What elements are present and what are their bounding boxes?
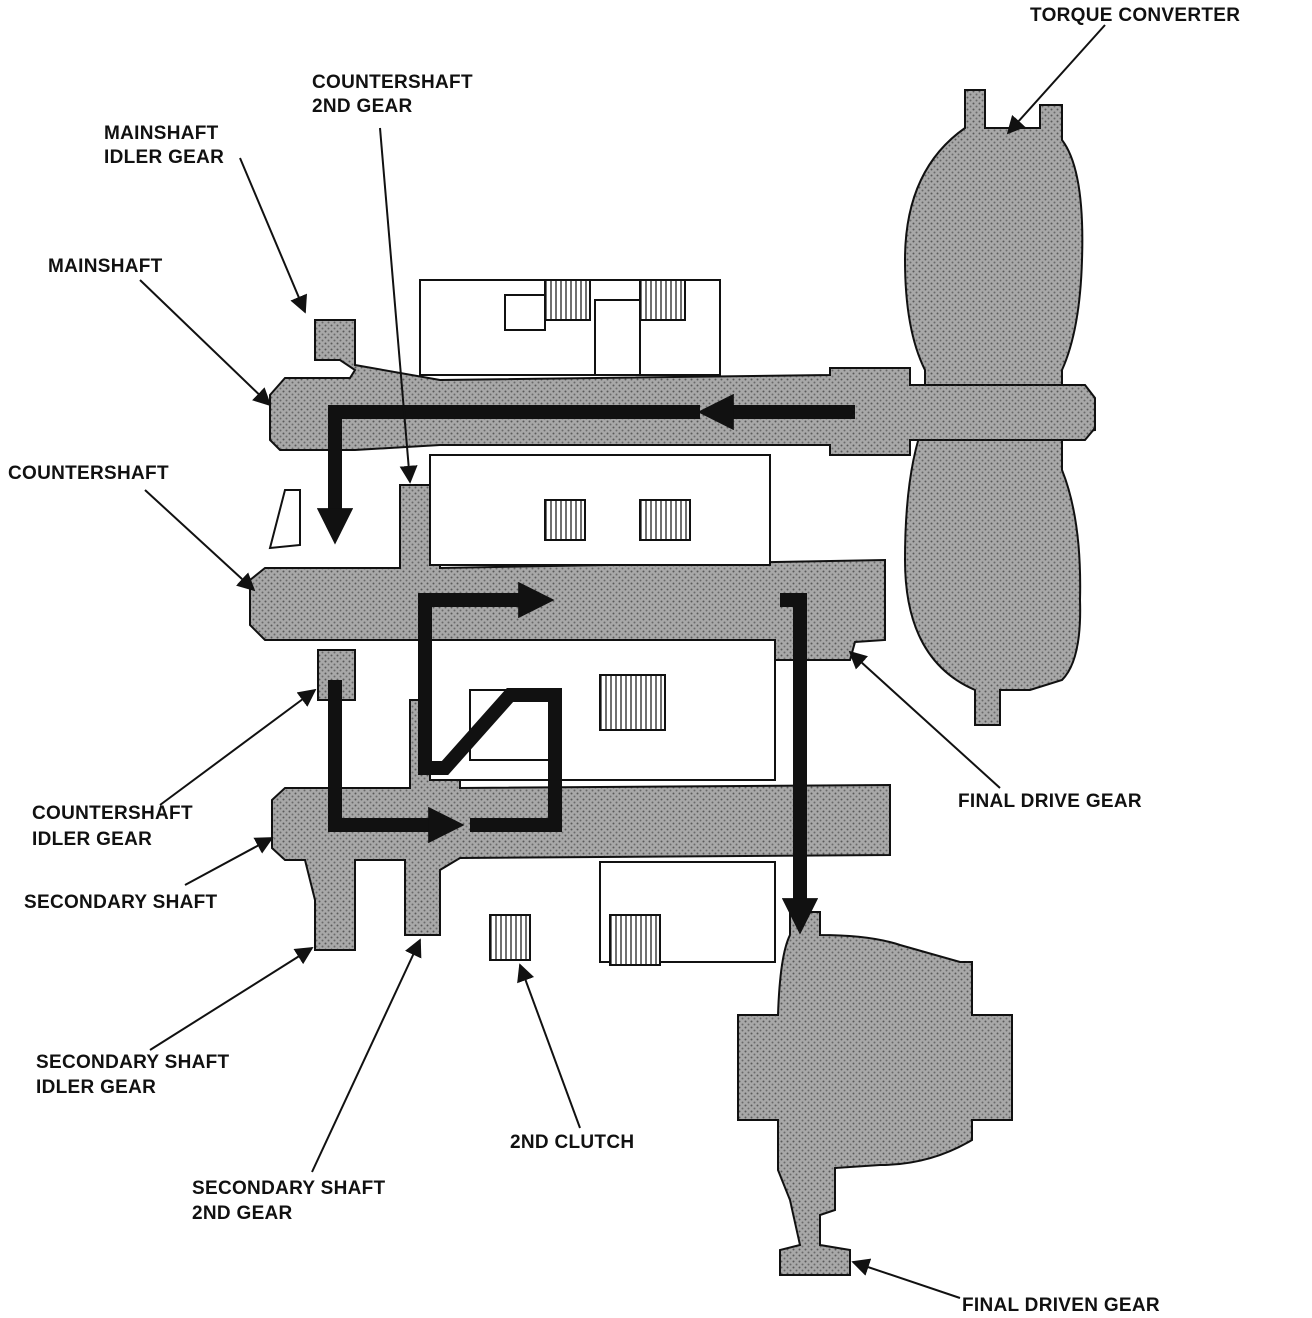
secondary-shaft-label: SECONDARY SHAFT [24, 892, 218, 913]
secondary-shaft-idler-gear-label-line1: SECONDARY SHAFT [36, 1052, 230, 1073]
final-driven-gear-leader [851, 1258, 961, 1299]
mainshaft-idler-gear-leader [239, 157, 307, 314]
secondary-shaft-2nd-gear-label-line2: 2ND GEAR [192, 1203, 293, 1224]
torque-converter-leader [1006, 24, 1106, 135]
countershaft-gear-cluster [429, 454, 771, 566]
countershaft-idler-gear-label-line2: IDLER GEAR [32, 829, 152, 850]
secondary-shaft-clutch-pack [599, 674, 666, 731]
labels: TORQUE CONVERTER COUNTERSHAFT 2ND GEAR M… [8, 5, 1240, 1316]
countershaft-part [249, 454, 886, 661]
mainshaft-clutch-pack-1 [544, 279, 591, 321]
power-flow-path [316, 393, 855, 935]
countershaft-2nd-gear-leader [379, 127, 418, 484]
second-clutch-pack [489, 914, 531, 961]
final-drive-gear-leader [848, 650, 1001, 789]
countershaft-2nd-gear-label-line2: 2ND GEAR [312, 96, 413, 117]
secondary-shaft-idler-gear-label-line2: IDLER GEAR [36, 1077, 156, 1098]
countershaft-idler-gear-leader [159, 688, 317, 806]
final-driven-gear-part [737, 911, 1013, 1276]
mainshaft-idler-gear-label-line2: IDLER GEAR [104, 147, 224, 168]
final-drive-gear-label: FINAL DRIVE GEAR [958, 791, 1142, 812]
mainshaft-clutch-pack-2 [639, 279, 686, 321]
countershaft-clutch-pack-2 [639, 499, 691, 541]
leader-lines [139, 24, 1106, 1299]
mainshaft-leader [139, 279, 272, 407]
final-driven-gear-label: FINAL DRIVEN GEAR [962, 1295, 1160, 1316]
secondary-clutch-pack-lower [609, 914, 661, 966]
mainshaft-idler-gear-label-line1: MAINSHAFT [104, 123, 219, 144]
countershaft-clutch-pack-1 [544, 499, 586, 541]
second-clutch-leader [517, 963, 581, 1129]
secondary-shaft-2nd-gear-leader [311, 938, 422, 1173]
countershaft-leader [144, 489, 256, 592]
mainshaft-part [269, 279, 1096, 456]
secondary-shaft-leader [184, 837, 274, 886]
countershaft-2nd-gear-label-line1: COUNTERSHAFT [312, 72, 473, 93]
torque-converter-label: TORQUE CONVERTER [1030, 5, 1240, 26]
secondary-shaft-idler-gear-leader [149, 947, 314, 1051]
countershaft-label: COUNTERSHAFT [8, 463, 169, 484]
secondary-shaft-2nd-gear-label-line1: SECONDARY SHAFT [192, 1178, 386, 1199]
second-clutch-label: 2ND CLUTCH [510, 1132, 634, 1153]
countershaft-idler-gear-label-line1: COUNTERSHAFT [32, 803, 193, 824]
mainshaft-label: MAINSHAFT [48, 256, 163, 277]
